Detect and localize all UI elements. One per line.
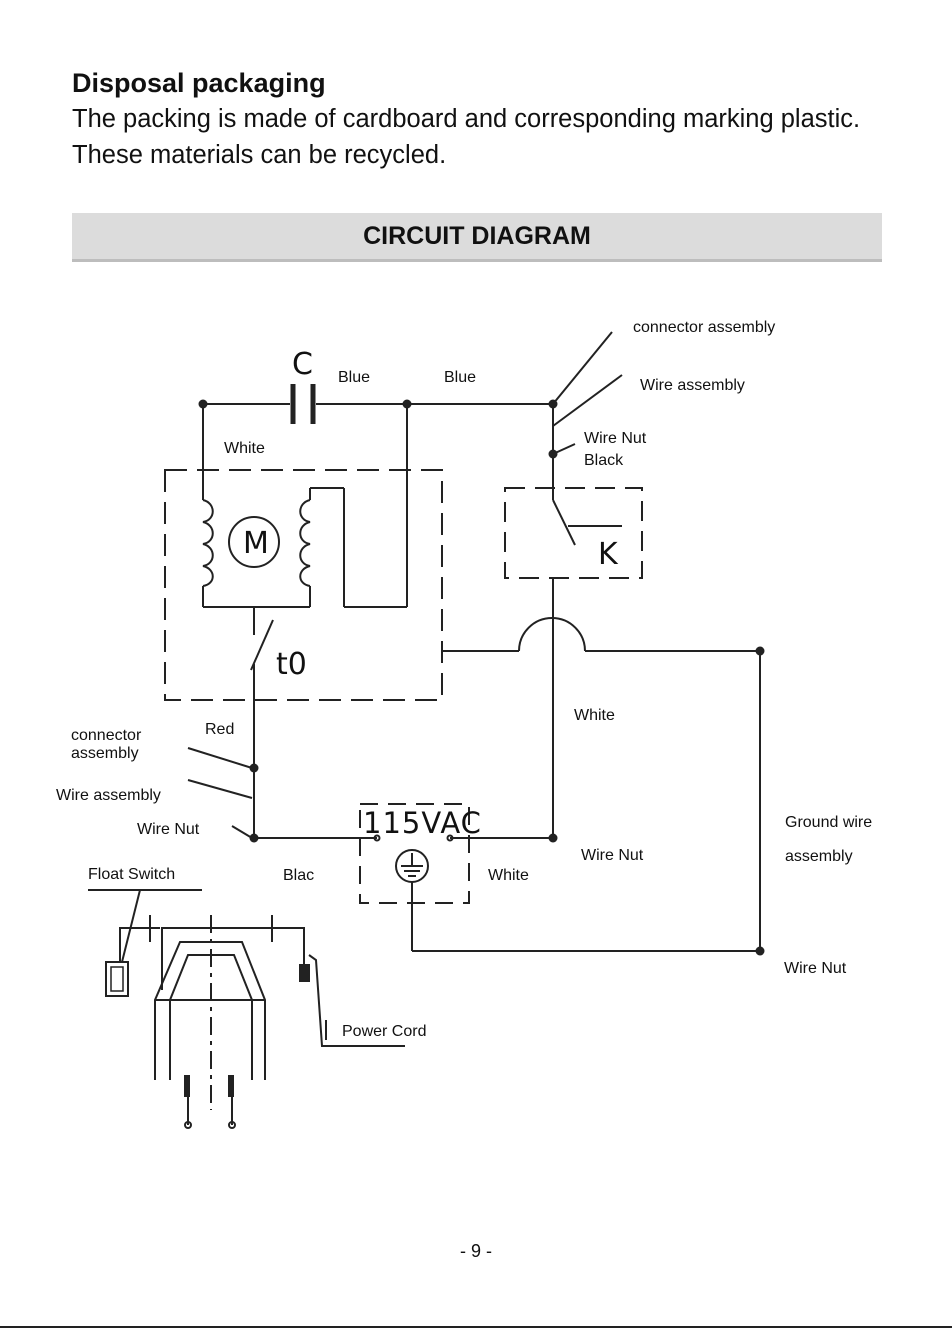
label-wire-nut-right: Wire Nut [784, 960, 847, 977]
label-blue-right: Blue [444, 369, 476, 386]
voltage-label: 115VAC [363, 806, 482, 840]
right-coil-icon [299, 488, 311, 607]
leader-wire-assembly-left [187, 779, 253, 799]
leader-connector-left [187, 747, 253, 769]
relay-switch-icon [552, 490, 622, 546]
label-wire-nut-center: Wire Nut [581, 847, 644, 864]
motor-housing-dashed [164, 469, 443, 701]
label-wire-nut-left: Wire Nut [137, 821, 200, 838]
leader-wire-nut-left [231, 825, 253, 839]
label-black: Black [584, 452, 624, 469]
label-connector: connector [71, 727, 142, 744]
junction-dots [198, 399, 765, 956]
leader-wire-assembly-top [552, 374, 623, 427]
pump-assembly-icon [105, 915, 305, 1129]
leader-connector-top [552, 331, 613, 405]
thermal-switch-icon [250, 607, 274, 700]
label-white-bottom: White [488, 867, 529, 884]
label-assembly: assembly [71, 745, 139, 762]
label-ground-assembly: assembly [785, 848, 853, 865]
banner-title: CIRCUIT DIAGRAM [363, 221, 591, 250]
label-blue-left: Blue [338, 369, 370, 386]
section-body: The packing is made of cardboard and cor… [72, 105, 861, 169]
supply-dashed-box [359, 803, 470, 904]
label-white-mid: White [574, 707, 615, 724]
label-white-top: White [224, 440, 265, 457]
thermal-label: t0 [276, 647, 307, 682]
label-wire-assembly-top: Wire assembly [640, 377, 745, 394]
crossover-hop [518, 617, 586, 652]
relay-dashed-box [504, 487, 643, 579]
motor-icon [228, 516, 280, 568]
label-red: Red [205, 721, 234, 738]
motor-label: M [243, 526, 269, 561]
capacitor-icon [290, 384, 316, 424]
page-number: - 9 - [459, 1241, 492, 1261]
circuit-diagram-banner: CIRCUIT DIAGRAM [72, 213, 882, 262]
label-wire-assembly-left: Wire assembly [56, 787, 161, 804]
label-wire-nut-top: Wire Nut [584, 430, 647, 447]
label-ground-wire: Ground wire [785, 814, 872, 831]
label-blac: Blac [283, 867, 314, 884]
left-coil-icon [202, 499, 214, 587]
power-cord-plug-icon [299, 954, 405, 1047]
capacitor-label: C [292, 347, 313, 382]
label-connector-assembly-top: connector assembly [633, 319, 775, 336]
relay-label: K [598, 537, 619, 572]
ground-icon [395, 849, 429, 883]
section-heading: Disposal packaging [72, 68, 326, 98]
label-float-switch: Float Switch [88, 866, 175, 883]
label-power-cord: Power Cord [342, 1023, 426, 1040]
bottom-rule [0, 1326, 952, 1328]
